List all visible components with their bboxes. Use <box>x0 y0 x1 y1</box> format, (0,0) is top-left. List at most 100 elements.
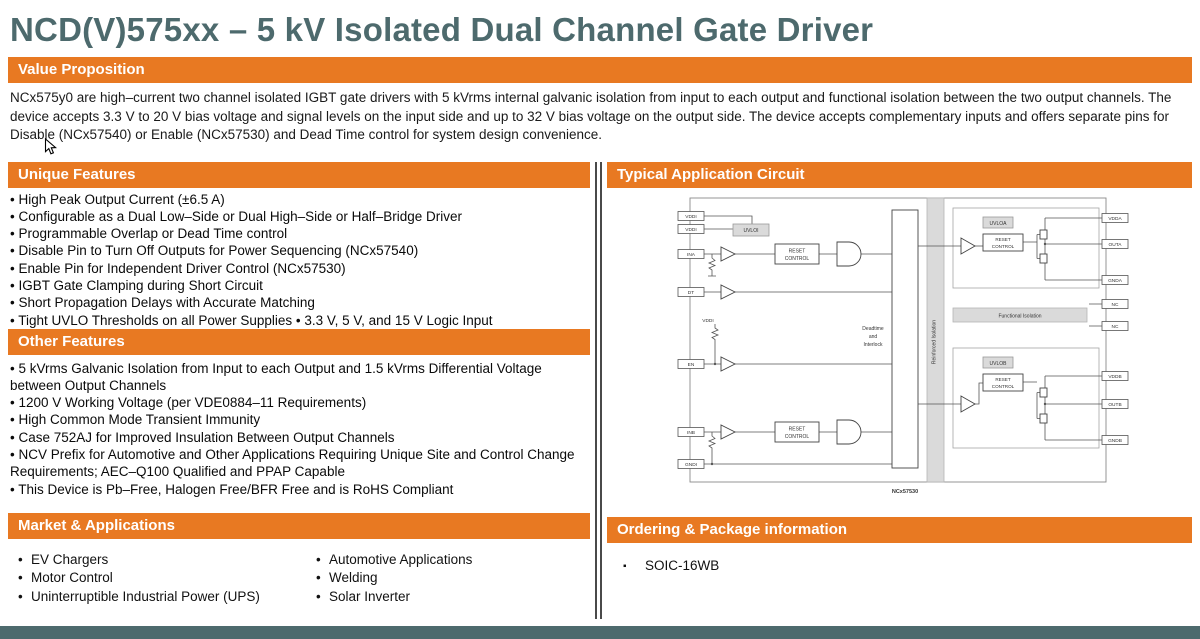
feature-item: This Device is Pb–Free, Halogen Free/BFR… <box>10 481 588 498</box>
and-gate-icon <box>836 241 862 266</box>
feature-item: IGBT Gate Clamping during Short Circuit <box>10 277 588 294</box>
part-number-label: NCx57530 <box>892 489 918 495</box>
pin-box <box>1101 238 1129 249</box>
other-features-header: Other Features <box>8 328 590 355</box>
market-item: EV Chargers <box>18 552 316 567</box>
pin-box <box>1101 298 1129 309</box>
pin-box <box>677 286 705 297</box>
pin-label: EN <box>688 361 695 367</box>
feature-item: NCV Prefix for Automotive and Other Appl… <box>10 446 588 481</box>
pin-label: NC <box>1112 323 1119 329</box>
page-title: NCD(V)575xx – 5 kV Isolated Dual Channel… <box>10 11 874 48</box>
pin-label: INB <box>687 429 695 435</box>
feature-item: Disable Pin to Turn Off Outputs for Powe… <box>10 242 588 259</box>
feature-item: Tight UVLO Thresholds on all Power Suppl… <box>10 312 588 329</box>
reset-control-label: RESET <box>995 236 1011 241</box>
pin-label: GNDA <box>1108 277 1123 283</box>
reset-control-label: RESET <box>789 426 806 432</box>
pin-box <box>1101 434 1129 445</box>
feature-item: High Peak Output Current (±6.5 A) <box>10 191 588 208</box>
junction-dots <box>710 242 1047 465</box>
reinforced-isolation-label: Reinforced Isolation <box>932 319 938 363</box>
pin-label: NC <box>1112 301 1119 307</box>
pin-label: GNDB <box>1108 437 1122 443</box>
pin-label: VDDB <box>1108 373 1121 379</box>
right-column: Typical Application Circuit <box>607 161 1192 625</box>
transistor-icon <box>1039 253 1048 263</box>
reset-control-label: CONTROL <box>992 383 1015 388</box>
uvloi-box <box>732 223 770 236</box>
input-buffer-icon <box>720 423 737 440</box>
feature-item: 5 kVrms Galvanic Isolation from Input to… <box>10 360 588 395</box>
value-proposition-header: Value Proposition <box>8 57 1192 83</box>
reinforced-isolation-strip <box>926 197 945 482</box>
transistor-icon <box>1039 229 1048 239</box>
pin-box <box>677 223 705 234</box>
ordering-list: SOIC-16WB <box>623 558 1192 573</box>
uvlob-box <box>982 356 1014 368</box>
reset-control-label: RESET <box>995 376 1011 381</box>
content-columns: Unique Features High Peak Output Current… <box>0 161 1200 625</box>
pin-box <box>677 358 705 369</box>
input-buffer-icon <box>720 355 737 372</box>
feature-item: High Common Mode Transient Immunity <box>10 411 588 428</box>
level-shift-block <box>891 209 919 468</box>
reset-control-box-a <box>774 243 820 264</box>
pin-box <box>677 210 705 221</box>
market-applications-header: Market & Applications <box>8 512 590 539</box>
functional-isolation-strip <box>952 307 1088 322</box>
ordering-header: Ordering & Package information <box>607 516 1192 543</box>
channel-b-block <box>952 347 1100 448</box>
unique-features-block: High Peak Output Current (±6.5 A) Config… <box>8 188 590 329</box>
reset-control-box-outb <box>982 373 1024 391</box>
channel-blocks <box>952 207 1100 448</box>
market-item: Automotive Applications <box>316 552 472 567</box>
footer-bar <box>0 626 1200 639</box>
reset-control-label: RESET <box>789 248 806 254</box>
uvloa-box <box>982 216 1014 228</box>
pin-box <box>1101 274 1129 285</box>
uvloi-label: UVLOI <box>743 228 758 234</box>
column-divider <box>595 161 602 619</box>
block-labels: UVLOI RESET CONTROL RESET CONTROL VDDI D… <box>702 221 1041 495</box>
ordering-item: SOIC-16WB <box>623 558 1192 573</box>
pin-label: OUTA <box>1109 241 1123 247</box>
market-column-1: EV Chargers Motor Control Uninterruptibl… <box>8 552 316 608</box>
transistor-icon <box>1039 387 1048 397</box>
market-column-2: Automotive Applications Welding Solar In… <box>316 552 472 608</box>
pin-label: INA <box>687 251 696 257</box>
pin-labels: VDDI VDDI INA DT EN INB GNDI VDDA OUTA G… <box>685 213 1123 467</box>
input-buffer-icon <box>720 245 737 262</box>
reset-control-box-b <box>774 421 820 442</box>
market-item: Motor Control <box>18 570 316 585</box>
other-features-block: 5 kVrms Galvanic Isolation from Input to… <box>8 355 590 513</box>
application-circuit-block: VDDI VDDI INA DT EN INB GNDI VDDA OUTA G… <box>607 192 1192 517</box>
mouse-cursor-icon <box>44 138 57 155</box>
feature-item: Short Propagation Delays with Accurate M… <box>10 294 588 311</box>
device-outline <box>689 197 1107 482</box>
market-item: Solar Inverter <box>316 589 472 604</box>
feature-item: Configurable as a Dual Low–Side or Dual … <box>10 208 588 225</box>
deadtime-label: and <box>869 334 878 340</box>
reset-control-label: CONTROL <box>785 434 810 440</box>
pin-box <box>677 426 705 437</box>
driver-buffer-icon <box>960 394 976 413</box>
pin-label: GNDI <box>685 461 697 467</box>
unique-features-list: High Peak Output Current (±6.5 A) Config… <box>10 191 588 329</box>
application-circuit-header: Typical Application Circuit <box>607 161 1192 188</box>
vddi-net-label: VDDI <box>702 318 713 324</box>
transistor-icon <box>1039 413 1048 423</box>
application-circuit-diagram: VDDI VDDI INA DT EN INB GNDI VDDA OUTA G… <box>677 197 1129 495</box>
and-gate-icon <box>836 419 862 444</box>
other-features-list: 5 kVrms Galvanic Isolation from Input to… <box>10 360 588 498</box>
pin-label: DT <box>688 289 694 295</box>
pin-boxes <box>677 210 1129 469</box>
pin-box <box>1101 212 1129 223</box>
pin-label: OUTB <box>1108 401 1121 407</box>
pin-label: VDDI <box>685 226 696 232</box>
feature-item: Programmable Overlap or Dead Time contro… <box>10 225 588 242</box>
channel-a-block <box>952 207 1100 288</box>
reset-control-box-outa <box>982 233 1024 251</box>
uvlob-label: UVLOB <box>990 361 1008 367</box>
